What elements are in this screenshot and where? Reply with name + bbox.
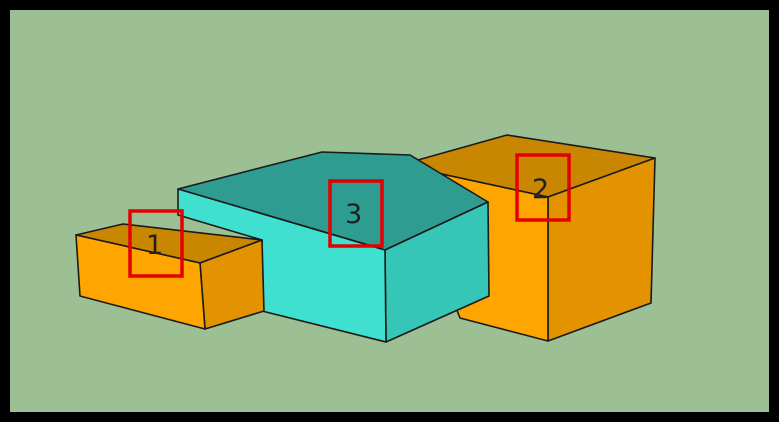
box-1-front-face	[75, 234, 206, 330]
box-3[interactable]	[177, 151, 490, 343]
box-3-label: 3	[345, 199, 362, 230]
box-1[interactable]	[75, 223, 265, 330]
box-1-label: 1	[146, 230, 163, 261]
marker-box-2	[515, 153, 571, 222]
box-2-label: 2	[532, 174, 549, 205]
marker-box-1	[128, 209, 184, 278]
marker-box-3	[328, 179, 384, 248]
